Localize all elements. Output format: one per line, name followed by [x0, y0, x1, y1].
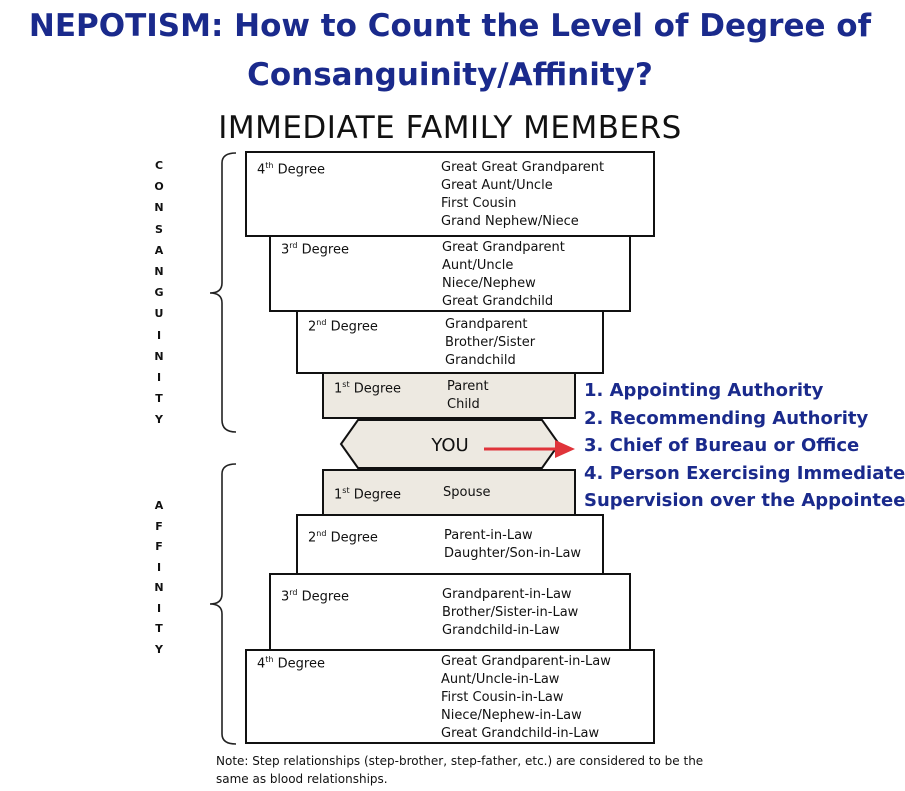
relation-item: Great Aunt/Uncle — [441, 178, 553, 193]
footnote: Note: Step relationships (step-brother, … — [216, 754, 704, 786]
relation-item: Parent — [447, 379, 489, 394]
relation-item: Daughter/Son-in-Law — [444, 546, 582, 561]
consanguinity-bracket — [209, 152, 237, 433]
vertical-letter: S — [155, 222, 163, 236]
role-item: Supervision over the Appointee — [584, 490, 905, 511]
role-item: 4. Person Exercising Immediate — [584, 462, 905, 484]
vertical-letter: F — [155, 540, 163, 553]
vertical-letter: I — [156, 328, 162, 342]
vertical-letter: N — [154, 349, 164, 363]
vertical-letter: N — [154, 264, 164, 278]
degree-label: 1st Degree — [334, 380, 402, 397]
degree-label: 3rd Degree — [281, 588, 349, 605]
vertical-letter: Y — [155, 413, 163, 427]
relation-item: Spouse — [443, 485, 491, 500]
you-hexagon — [339, 419, 561, 469]
vertical-letter: T — [155, 392, 163, 406]
relation-item: First Cousin — [441, 196, 517, 211]
vertical-letter: N — [154, 581, 164, 594]
affinity-degree-1-box: 1st Degree Spouse — [322, 469, 576, 516]
subtitle: IMMEDIATE FAMILY MEMBERS — [218, 110, 682, 146]
degree-label: 2nd Degree — [308, 318, 378, 335]
vertical-letter: N — [154, 201, 164, 215]
relation-item: Grandparent — [445, 317, 528, 332]
degree-label: 1st Degree — [334, 486, 402, 503]
degree-label: 2nd Degree — [308, 529, 378, 546]
relation-item: Grandchild — [445, 353, 516, 368]
relation-item: Grandparent-in-Law — [442, 587, 572, 602]
relation-item: Great Grandchild — [442, 294, 554, 309]
degree-label: 3rd Degree — [281, 241, 349, 258]
relation-item: Niece/Nephew-in-Law — [441, 708, 582, 723]
roles-list: 1. Appointing Authority 2. Recommending … — [584, 377, 905, 515]
vertical-letter: I — [156, 560, 162, 574]
role-item: 3. Chief of Bureau or Office — [584, 435, 860, 456]
vertical-letter: Y — [155, 642, 163, 656]
relation-item: Niece/Nephew — [442, 276, 536, 291]
relation-item: Aunt/Uncle — [442, 258, 514, 273]
title-line-1: NEPOTISM: How to Count the Level of Degr… — [28, 8, 872, 44]
arrow-head — [555, 440, 575, 458]
relation-item: Great Grandparent — [442, 240, 565, 255]
degree-label: 4th Degree — [257, 161, 325, 178]
title-line-2: Consanguinity/Affinity? — [247, 57, 653, 93]
vertical-letter: T — [155, 622, 163, 635]
relation-item: Child — [447, 397, 480, 412]
vertical-letter: G — [154, 286, 164, 300]
relation-item: Grand Nephew/Niece — [441, 214, 579, 229]
vertical-letter: I — [156, 601, 162, 615]
relation-item: Great Grandchild-in-Law — [441, 726, 600, 741]
role-item: 1. Appointing Authority — [584, 380, 824, 401]
vertical-letter: A — [154, 243, 164, 257]
degree-label: 4th Degree — [257, 655, 325, 672]
vertical-letter: I — [156, 370, 162, 384]
vertical-letter: F — [155, 519, 163, 533]
role-item: 2. Recommending Authority — [584, 407, 869, 429]
relation-item: Aunt/Uncle-in-Law — [441, 672, 560, 687]
relation-item: Great Grandparent-in-Law — [441, 654, 611, 669]
relations-list: Spouse — [443, 484, 490, 502]
you-label: YOU — [431, 435, 469, 456]
relation-item: Great Great Grandparent — [441, 160, 605, 175]
relation-item: Brother/Sister — [445, 335, 536, 350]
relation-item: Grandchild-in-Law — [442, 623, 560, 638]
vertical-letter: U — [154, 307, 164, 321]
relation-item: First Cousin-in-Law — [441, 690, 564, 705]
relation-item: Brother/Sister-in-Law — [442, 605, 579, 620]
affinity-bracket — [209, 463, 237, 745]
vertical-letter: A — [154, 499, 164, 512]
vertical-letter: C — [154, 159, 164, 172]
vertical-letter: O — [154, 180, 164, 194]
relation-item: Parent-in-Law — [444, 528, 533, 543]
